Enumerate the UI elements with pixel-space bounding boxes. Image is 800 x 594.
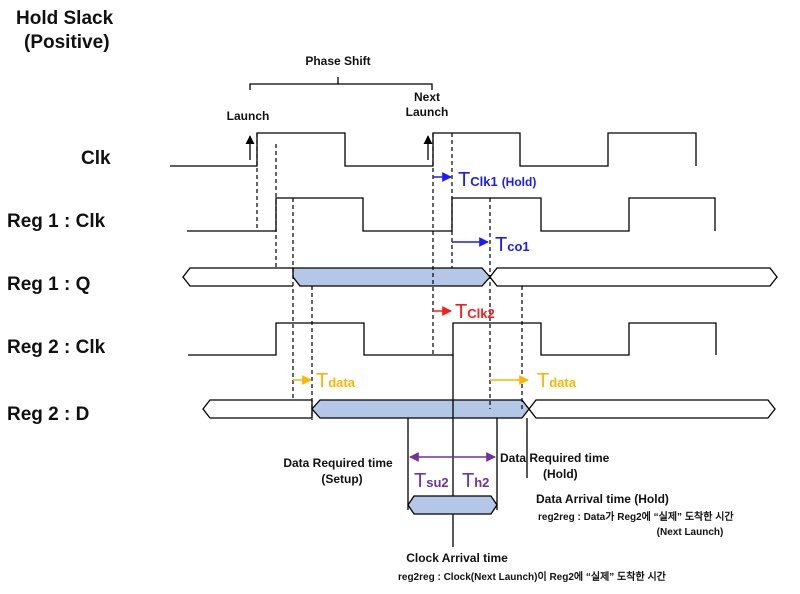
tclk1-label: TClk1(Hold) bbox=[458, 169, 536, 191]
launch-label: Launch bbox=[227, 109, 270, 123]
reg2-d-bus-right bbox=[528, 399, 776, 419]
data-required-setup-line1: Data Required time bbox=[283, 456, 393, 470]
th2-label: Th2 bbox=[462, 470, 489, 492]
tclk2-label: TClk2 bbox=[455, 301, 495, 323]
signal-label-reg1-q: Reg 1 : Q bbox=[7, 274, 90, 295]
phase-shift-label: Phase Shift bbox=[305, 54, 370, 68]
next-launch-line1: Next bbox=[414, 90, 440, 104]
title-line2: (Positive) bbox=[24, 32, 110, 53]
reg1-clk-waveform bbox=[187, 197, 716, 232]
reg1-q-bus-right bbox=[489, 267, 778, 287]
signal-label-reg2-clk: Reg 2 : Clk bbox=[7, 337, 106, 358]
clock-arrival-line1: reg2reg : Clock(Next Launch)이 Reg2에 “실제”… bbox=[398, 570, 667, 583]
data-required-hold-line1: Data Required time bbox=[500, 451, 610, 465]
tsu2-label: Tsu2 bbox=[414, 470, 449, 492]
signal-label-reg2-d: Reg 2 : D bbox=[7, 404, 89, 425]
title-line1: Hold Slack bbox=[16, 8, 114, 29]
tdata1-label: Tdata bbox=[316, 370, 356, 392]
tco1-label: Tco1 bbox=[495, 234, 530, 256]
setup-hold-window-bus bbox=[407, 495, 498, 515]
next-launch-line2: Launch bbox=[406, 105, 449, 119]
signal-label-reg1-clk: Reg 1 : Clk bbox=[7, 211, 106, 232]
data-arrival-line2: (Next Launch) bbox=[657, 527, 724, 538]
reg1-q-bus-valid bbox=[292, 267, 491, 287]
data-arrival-line1: reg2reg : Data가 Reg2에 “실제” 도착한 시간 bbox=[538, 510, 734, 523]
reg2-d-bus-left bbox=[202, 399, 313, 419]
reg2-d-bus-valid bbox=[311, 399, 530, 419]
data-arrival-title: Data Arrival time (Hold) bbox=[536, 492, 669, 506]
phase-shift-bracket bbox=[249, 77, 433, 90]
tdata2-label: Tdata bbox=[537, 370, 577, 392]
data-required-setup-line2: (Setup) bbox=[321, 472, 362, 486]
clock-arrival-title: Clock Arrival time bbox=[406, 551, 508, 565]
signal-label-clk: Clk bbox=[81, 148, 111, 169]
data-required-hold-line2: (Hold) bbox=[543, 467, 578, 481]
reg2-clk-waveform bbox=[188, 322, 717, 356]
reg1-q-bus-left bbox=[182, 267, 293, 287]
